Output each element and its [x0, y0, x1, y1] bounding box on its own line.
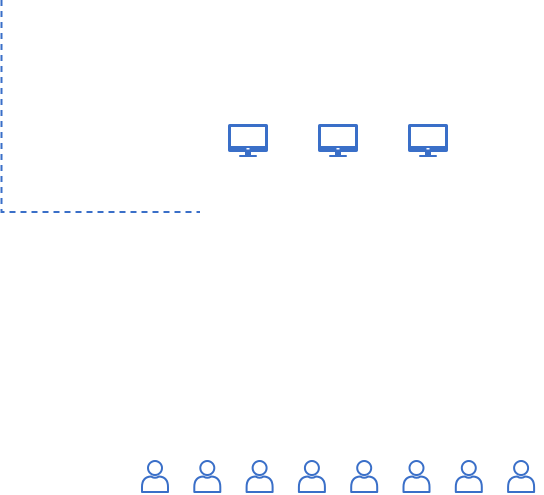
desktop-monitor-icon — [228, 124, 268, 157]
user-icon — [350, 460, 379, 493]
desktop-monitor-icon — [408, 124, 448, 157]
computer-group — [228, 124, 448, 157]
user-icon — [193, 460, 222, 493]
user-icon — [402, 460, 431, 493]
user-icon — [297, 460, 326, 493]
user-icon — [507, 460, 536, 493]
user-group — [141, 460, 536, 493]
user-icon — [141, 460, 169, 493]
dashed-boundary — [0, 0, 200, 213]
desktop-monitor-icon — [318, 124, 358, 157]
user-icon — [245, 460, 274, 493]
user-icon — [454, 460, 483, 493]
